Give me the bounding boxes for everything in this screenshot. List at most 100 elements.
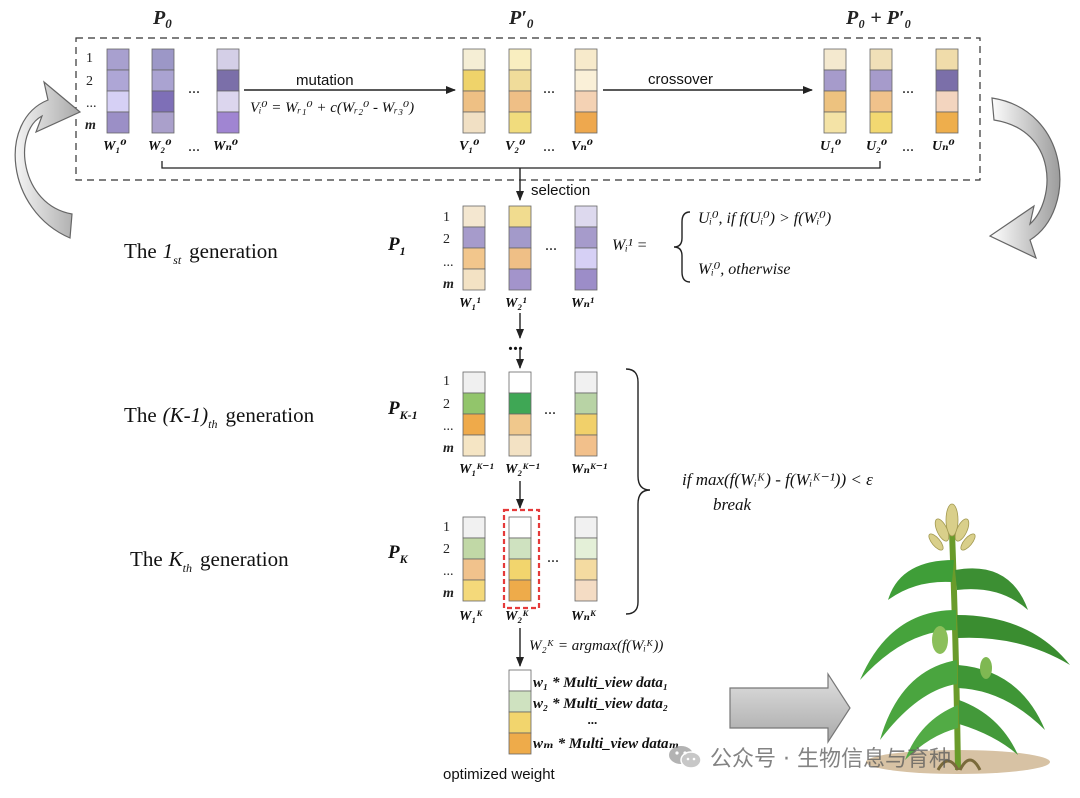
- optimized-cell: [508, 732, 532, 755]
- vector-cell: [869, 111, 893, 134]
- svg-text:2: 2: [443, 397, 450, 412]
- crossover-label: crossover: [648, 71, 713, 88]
- vector-cell: [462, 226, 486, 249]
- vector-label: Wₙᴷ⁻¹: [571, 462, 607, 477]
- svg-text:2: 2: [86, 74, 93, 89]
- optimized-cell: [508, 669, 532, 692]
- vector-p1-3: Wₙ¹: [571, 205, 598, 311]
- vector-label: W₂¹: [505, 296, 527, 311]
- vector-cell: [935, 69, 959, 92]
- svg-text:...: ...: [443, 419, 454, 434]
- vector-p1-1: W₁¹: [459, 205, 486, 311]
- optimized-caption: optimized weight: [443, 766, 556, 783]
- svg-text:m: m: [85, 118, 96, 133]
- vector-label: Uₙ⁰: [932, 139, 955, 154]
- vector-label: Wₙᴷ: [571, 609, 597, 624]
- vector-p0-2: W₂⁰: [148, 48, 175, 154]
- wechat-icon: [668, 744, 702, 770]
- gen-vdots: ...: [508, 333, 523, 355]
- vector-v0-1: V₁⁰: [459, 48, 486, 154]
- vector-label: W₂ᴷ: [505, 609, 529, 624]
- vector-cell: [935, 111, 959, 134]
- vector-label: V₂⁰: [505, 139, 525, 154]
- vector-cell: [574, 90, 598, 113]
- vector-cell: [151, 90, 175, 113]
- vector-label: W₂⁰: [148, 139, 171, 154]
- vector-p0-1: W₁⁰: [103, 48, 130, 154]
- vector-p1-2: W₂¹: [505, 205, 532, 311]
- vector-cell: [462, 111, 486, 134]
- mutation-label: mutation: [296, 72, 354, 89]
- svg-text:1: 1: [86, 51, 93, 66]
- vector-cell: [574, 434, 598, 457]
- vector-cell: [508, 90, 532, 113]
- selection-label: selection: [531, 182, 590, 199]
- pop-label-pk: PK: [387, 542, 409, 566]
- svg-text:1: 1: [443, 374, 450, 389]
- vector-cell: [508, 247, 532, 270]
- row-labels-top: 1 2 ... m: [85, 51, 97, 133]
- pop-label-p1: P1: [387, 234, 406, 258]
- vector-u0-2: U₂⁰: [866, 48, 893, 154]
- opt-line-1: w₁ * Multi_view data₁: [533, 675, 668, 691]
- selection-bracket: [161, 161, 881, 169]
- svg-text:...: ...: [547, 549, 559, 566]
- vector-cell: [216, 69, 240, 92]
- svg-text:...: ...: [188, 80, 200, 97]
- vector-v0-3: Vₙ⁰: [571, 48, 598, 154]
- selection-brace: [673, 211, 691, 283]
- combined-header: P₀ + P′₀: [845, 7, 911, 29]
- vector-cell: [106, 48, 130, 71]
- selection-formula-lhs: Wᵢ¹ =: [612, 237, 647, 254]
- vector-cell: [935, 48, 959, 71]
- vector-cell: [462, 434, 486, 457]
- break-condition: if max(f(Wᵢᴷ) - f(Wᵢᴷ⁻¹)) < ε: [682, 470, 873, 489]
- vector-cell: [574, 579, 598, 602]
- vector-label: U₁⁰: [820, 139, 841, 154]
- vector-cell: [508, 579, 532, 602]
- opt-line-4: wₘ * Multi_view dataₘ: [533, 736, 679, 752]
- vector-cell: [508, 111, 532, 134]
- vector-label: U₂⁰: [866, 139, 887, 154]
- vector-cell: [574, 205, 598, 228]
- watermark-text: 公众号 · 生物信息与育种: [710, 747, 951, 772]
- opt-line-2: w₂ * Multi_view data₂: [533, 696, 668, 712]
- vector-pk1-1: W₁ᴷ⁻¹: [459, 371, 494, 477]
- vector-cell: [823, 90, 847, 113]
- vector-cell: [508, 205, 532, 228]
- svg-text:...: ...: [443, 564, 454, 579]
- vector-cell: [508, 371, 532, 394]
- vector-cell: [574, 392, 598, 415]
- svg-text:...: ...: [188, 138, 200, 155]
- vector-cell: [462, 392, 486, 415]
- vector-cell: [151, 69, 175, 92]
- vector-label: W₂ᴷ⁻¹: [505, 462, 540, 477]
- vector-pk-1: W₁ᴷ: [459, 516, 486, 624]
- vector-cell: [151, 48, 175, 71]
- svg-text:...: ...: [544, 401, 556, 418]
- vector-cell: [462, 579, 486, 602]
- svg-text:...: ...: [86, 96, 97, 111]
- optimized-cell: [508, 711, 532, 734]
- vector-pk1-2: W₂ᴷ⁻¹: [505, 371, 540, 477]
- pop-label-pk1: PK-1: [387, 398, 418, 422]
- p0-header: P0: [152, 7, 172, 31]
- vector-cell: [462, 205, 486, 228]
- vector-cell: [462, 413, 486, 436]
- watermark: 公众号 · 生物信息与育种: [668, 740, 951, 774]
- vector-cell: [508, 392, 532, 415]
- svg-text:...: ...: [545, 237, 557, 254]
- svg-text:...: ...: [543, 80, 555, 97]
- vector-cell: [508, 226, 532, 249]
- svg-text:m: m: [443, 586, 454, 601]
- vector-ellipses: ... ... ... ... ... ... ... ... ...: [188, 80, 914, 566]
- vector-cell: [574, 111, 598, 134]
- vector-cell: [462, 90, 486, 113]
- vector-cell: [216, 48, 240, 71]
- svg-text:...: ...: [902, 80, 914, 97]
- svg-text:2: 2: [443, 232, 450, 247]
- vector-cell: [823, 69, 847, 92]
- vector-cell: [574, 69, 598, 92]
